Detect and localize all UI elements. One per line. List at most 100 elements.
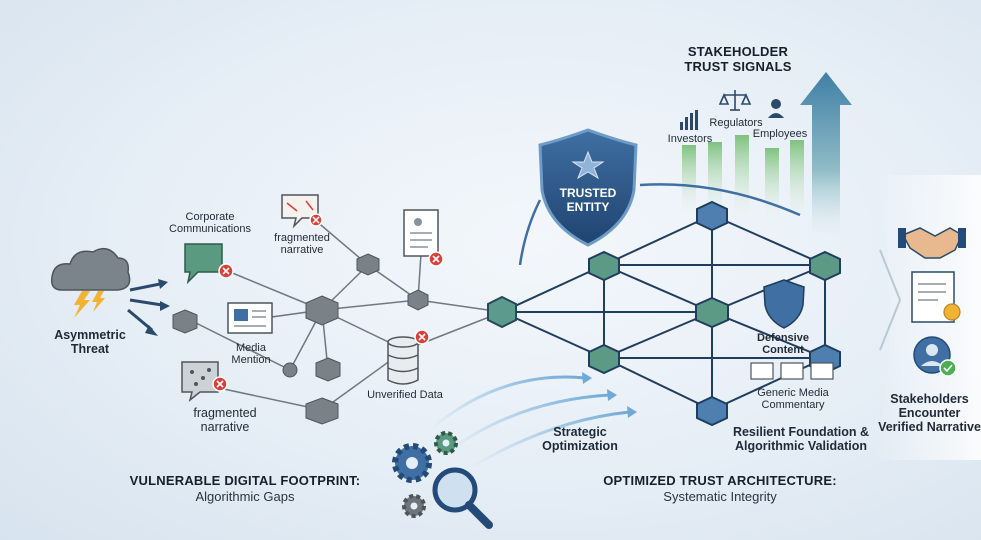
defensive-shield-icon (763, 279, 805, 329)
hex-node-gray-5 (305, 397, 339, 425)
fragmented-narrative-top-icon (281, 194, 319, 229)
media-mention-icon (227, 302, 273, 334)
employees-icon (768, 99, 784, 118)
hex-node-trust-1 (588, 250, 620, 282)
hex-node-trust-4 (695, 296, 729, 329)
left-section-title: VULNERABLE DIGITAL FOOTPRINT: (129, 473, 361, 488)
regulators-label: Regulators (709, 117, 763, 129)
shield-line-1: TRUSTED (559, 186, 617, 200)
hex-node-gray-4 (315, 357, 341, 382)
magnifier-icon (432, 467, 493, 529)
scales-icon (718, 90, 752, 111)
trust-hex-nodes (588, 200, 841, 427)
media-line-2: Mention (231, 354, 271, 366)
hex-node-trust-6 (809, 250, 841, 282)
outcome-line-1: Stakeholders (890, 392, 969, 406)
signal-bar-4 (765, 148, 779, 220)
signal-bar-2 (708, 142, 722, 217)
left-section-subtitle: Algorithmic Gaps (195, 489, 295, 504)
storm-cloud-icon (50, 247, 131, 318)
generic-media-icons (750, 362, 834, 380)
unverified-data-label: Unverified Data (367, 389, 443, 401)
outcome-line-3: Verified Narrative (878, 420, 981, 434)
defensive-line-2: Content (762, 344, 804, 356)
database-icon (387, 336, 419, 385)
error-x-icon (212, 376, 228, 392)
fragmented-top-line-2: narrative (280, 244, 324, 256)
rising-trust-arrow (800, 72, 852, 235)
signal-bar-5 (790, 140, 804, 220)
gears-icon (392, 431, 458, 518)
star-icon (571, 150, 605, 180)
error-badges (212, 213, 444, 392)
hub-node (487, 295, 517, 329)
fragmented-bottom-line-1: fragmented (193, 406, 257, 420)
document-icon (403, 209, 439, 257)
corporate-communications-icon (184, 243, 223, 285)
error-x-icon (309, 213, 323, 227)
certificate-icon (911, 271, 961, 323)
threat-arrows (127, 279, 170, 336)
investors-icon (680, 110, 698, 130)
strategic-line-1: Strategic (553, 425, 607, 439)
verified-user-icon (913, 336, 957, 377)
hex-node-gray-1 (305, 295, 339, 326)
hex-node-trust-5 (696, 395, 728, 427)
fragmented-narrative-top-label: fragmented narrative (262, 232, 342, 256)
signal-bar-1 (682, 145, 696, 215)
strategic-optimization-label: Strategic Optimization (530, 425, 630, 453)
threat-label: Asymmetric Threat (40, 328, 140, 356)
investors-label: Investors (667, 133, 713, 145)
title-line-1: STAKEHOLDER (687, 44, 789, 59)
shield-connector (518, 199, 542, 266)
threat-line-1: Asymmetric (54, 328, 126, 342)
shield-line-2: ENTITY (566, 200, 610, 214)
defensive-content-label: Defensive Content (748, 332, 818, 356)
handshake-icon (898, 227, 966, 259)
outcome-chevron (879, 249, 902, 351)
corporate-communications-label: Corporate Communications (160, 211, 260, 235)
hex-node-trust-2 (588, 343, 620, 375)
fragmented-bottom-line-2: narrative (200, 420, 250, 434)
corporate-line-1: Corporate (185, 211, 235, 223)
hex-node-gray-3 (407, 289, 429, 311)
shield-signal-link (639, 183, 801, 217)
employees-label: Employees (752, 128, 808, 140)
gray-hex-nodes (172, 253, 429, 425)
signal-bar-3 (735, 135, 749, 220)
corporate-line-2: Communications (169, 223, 251, 235)
fragmented-narrative-bottom-icon (181, 361, 219, 402)
title-line-2: TRUST SIGNALS (684, 59, 792, 74)
error-x-icon (428, 251, 444, 267)
shield-text: TRUSTED ENTITY (548, 186, 628, 214)
outcome-line-2: Encounter (898, 406, 961, 420)
right-section-subtitle: Systematic Integrity (663, 489, 777, 504)
fragmented-top-line-1: fragmented (274, 232, 330, 244)
media-mention-label: Media Mention (226, 342, 276, 366)
trust-signal-bars (682, 135, 804, 220)
error-x-icon (218, 263, 234, 279)
stakeholders-outcome-label: Stakeholders Encounter Verified Narrativ… (878, 392, 981, 434)
flow-arrowheads (582, 372, 637, 418)
stakeholder-signals-title: STAKEHOLDER TRUST SIGNALS (668, 44, 808, 74)
hex-node-gray-6 (172, 309, 198, 334)
hex-node-gray-2 (356, 253, 380, 276)
hex-node-trust-3 (696, 200, 728, 232)
dot-node-gray (282, 362, 298, 378)
trusted-entity-shield (538, 128, 638, 247)
generic-line-1: Generic Media (757, 387, 829, 399)
generic-line-2: Commentary (761, 399, 825, 411)
strategic-line-2: Optimization (542, 439, 618, 453)
resilient-foundation-label: Resilient Foundation & Algorithmic Valid… (726, 425, 876, 453)
defensive-line-1: Defensive (757, 332, 809, 344)
right-section-title: OPTIMIZED TRUST ARCHITECTURE: (603, 473, 837, 488)
error-x-icon (414, 329, 430, 345)
media-line-1: Media (236, 342, 266, 354)
threat-line-2: Threat (70, 342, 110, 356)
right-network-links (501, 214, 826, 411)
optimization-flow-arrows (429, 375, 631, 470)
resilient-line-1: Resilient Foundation & (732, 425, 870, 439)
generic-media-label: Generic Media Commentary (748, 387, 838, 411)
